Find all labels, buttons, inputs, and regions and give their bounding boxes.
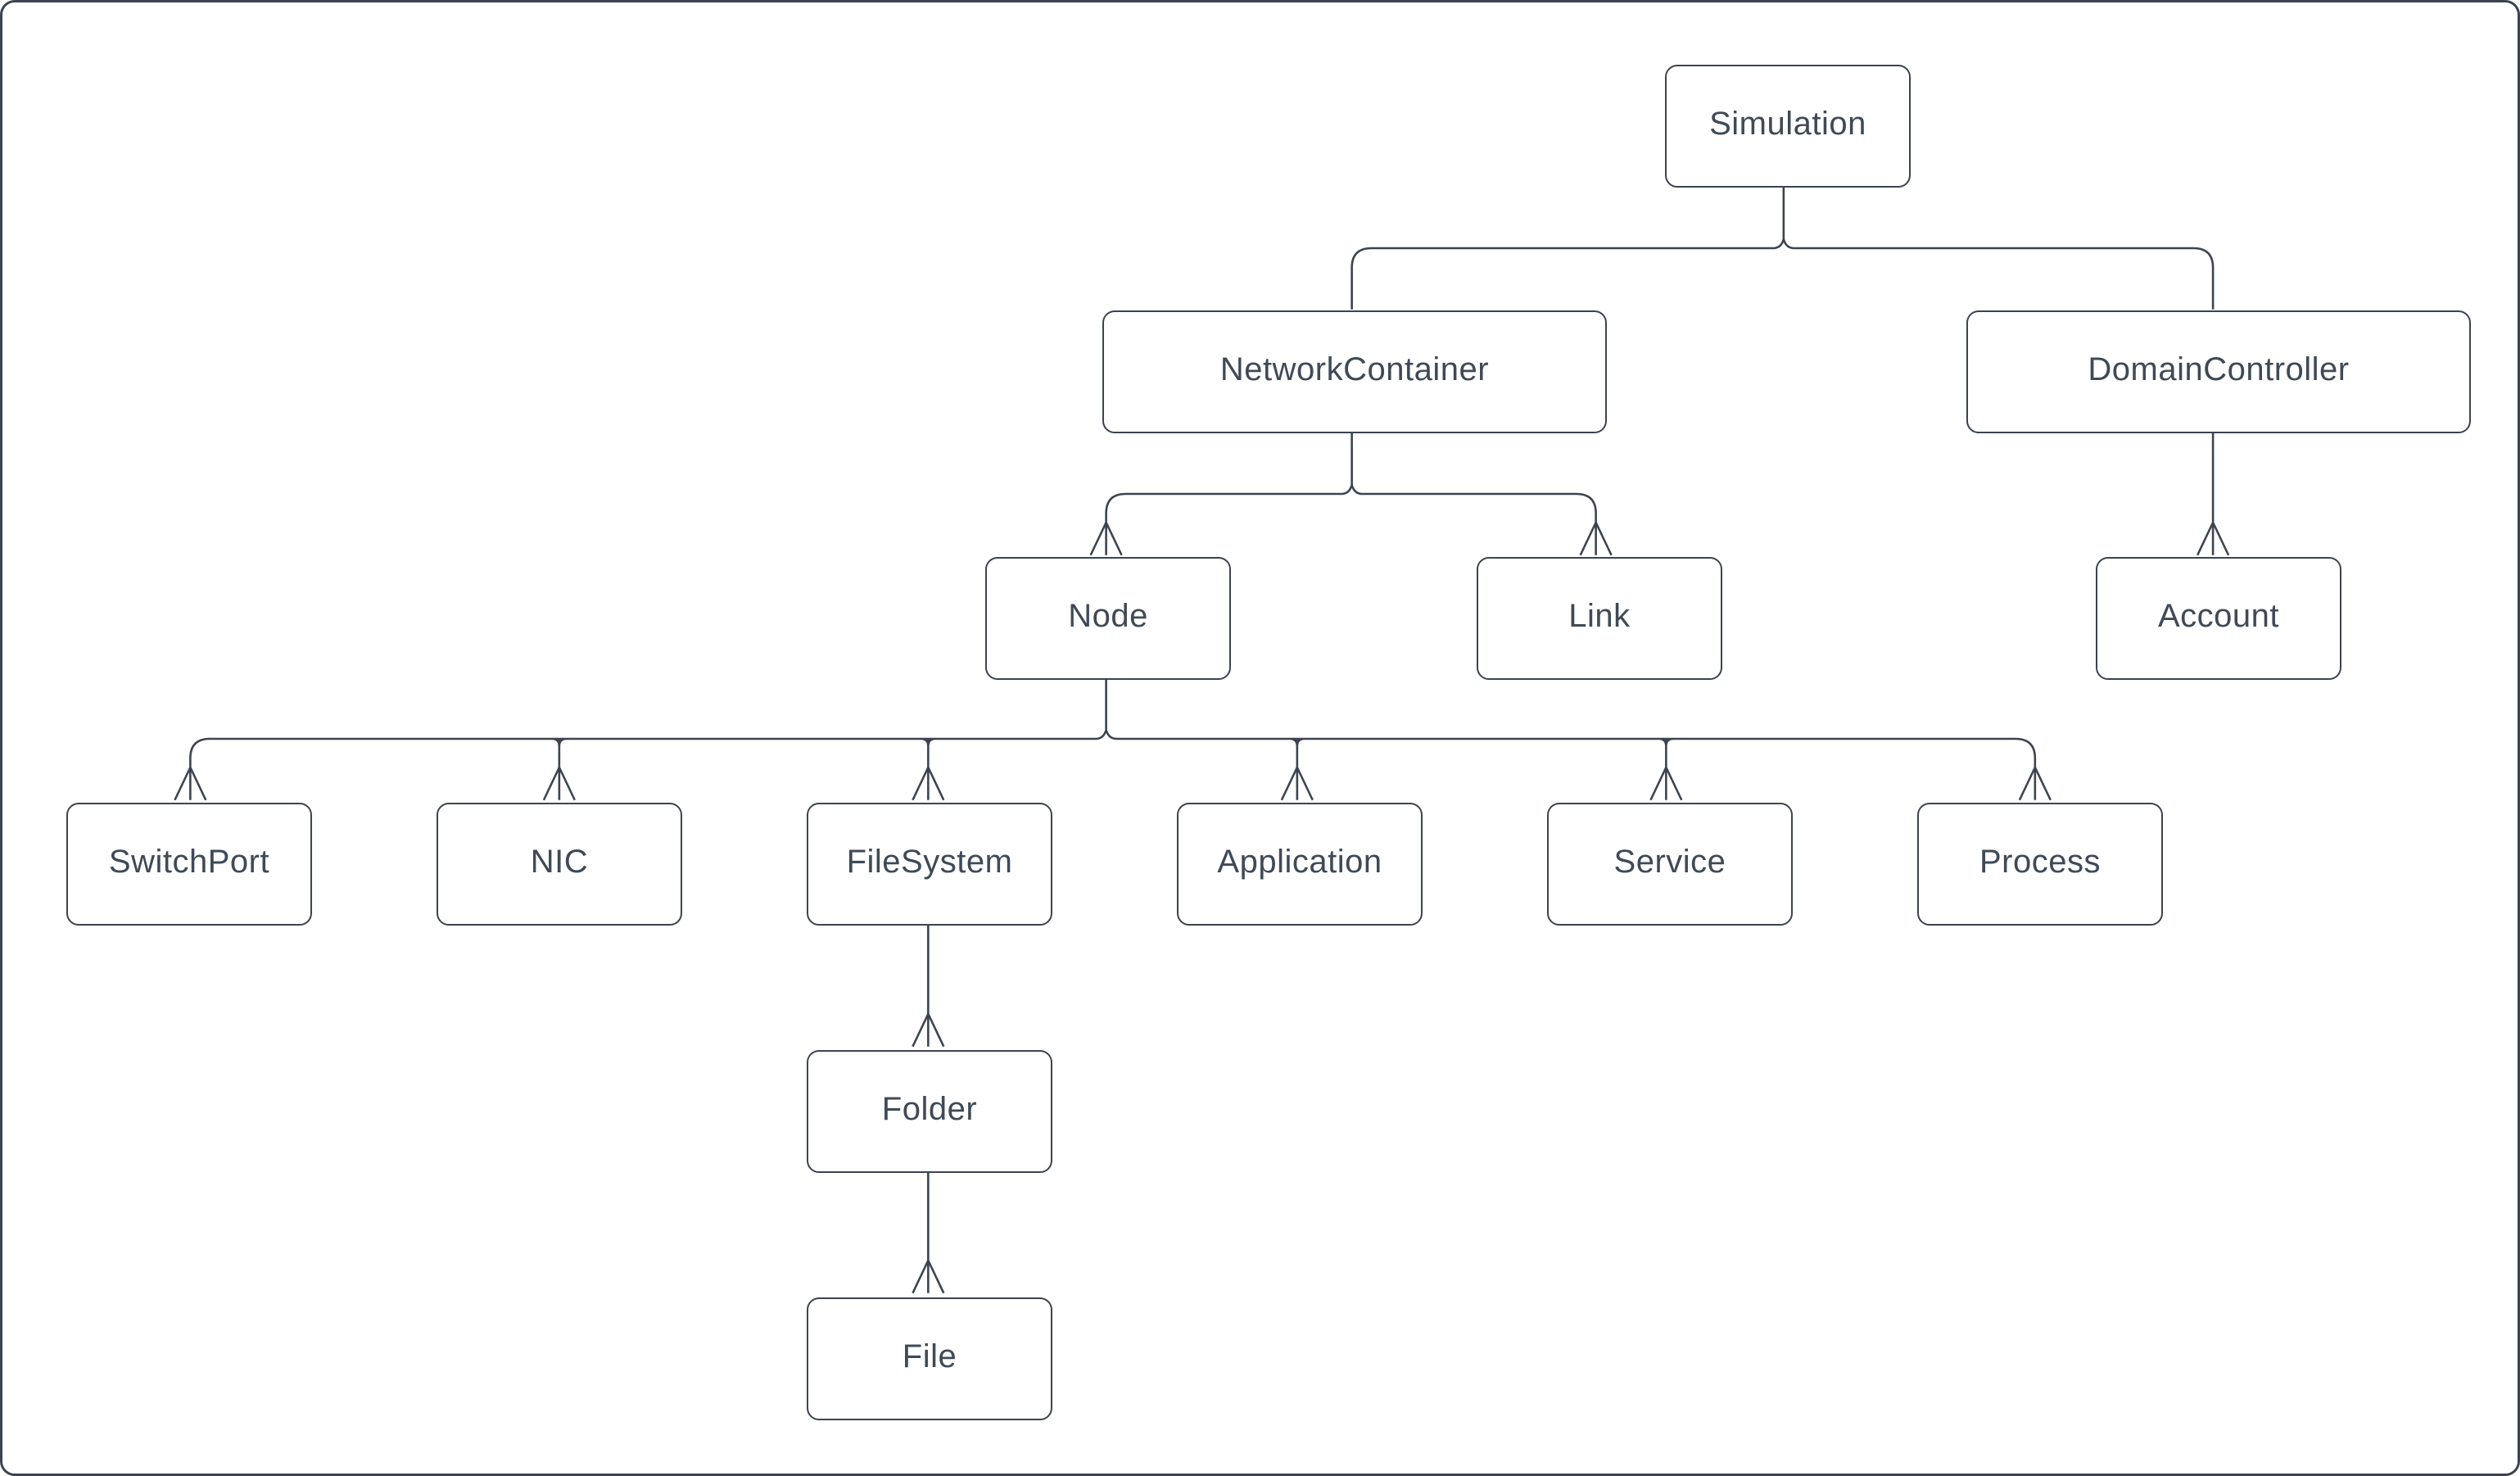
connector-file-system	[912, 922, 943, 1046]
node-label: Node	[1068, 598, 1148, 635]
node-label: File	[903, 1338, 957, 1375]
node-link[interactable]: Link	[1477, 557, 1722, 680]
node-label: NIC	[531, 844, 588, 881]
connector-network-container	[1091, 432, 1612, 555]
node-label: SwitchPort	[109, 844, 269, 881]
node-simulation[interactable]: Simulation	[1665, 65, 1911, 188]
node-label: Link	[1568, 598, 1630, 635]
node-domain-controller[interactable]: DomainController	[1966, 310, 2471, 433]
node-nic[interactable]: NIC	[437, 803, 682, 926]
connector-node	[174, 677, 2050, 800]
connector-folder	[912, 1169, 943, 1293]
node-node[interactable]: Node	[985, 557, 1231, 680]
node-label: Folder	[882, 1091, 977, 1128]
node-label: Account	[2158, 598, 2279, 635]
node-label: FileSystem	[847, 844, 1013, 881]
node-file[interactable]: File	[807, 1297, 1052, 1420]
node-label: Application	[1217, 844, 1382, 881]
node-account[interactable]: Account	[2096, 557, 2341, 680]
connector-simulation	[1352, 187, 2213, 310]
node-folder[interactable]: Folder	[807, 1050, 1052, 1173]
node-file-system[interactable]: FileSystem	[807, 803, 1052, 926]
node-label: Service	[1614, 844, 1726, 881]
node-switch-port[interactable]: SwitchPort	[66, 803, 312, 926]
node-network-container[interactable]: NetworkContainer	[1102, 310, 1607, 433]
node-process[interactable]: Process	[1917, 803, 2163, 926]
node-label: Simulation	[1709, 106, 1866, 143]
node-application[interactable]: Application	[1177, 803, 1423, 926]
node-label: NetworkContainer	[1220, 351, 1489, 388]
node-service[interactable]: Service	[1547, 803, 1793, 926]
connector-domain-controller	[2197, 432, 2228, 555]
node-label: Process	[1979, 844, 2101, 881]
node-label: DomainController	[2088, 351, 2349, 388]
